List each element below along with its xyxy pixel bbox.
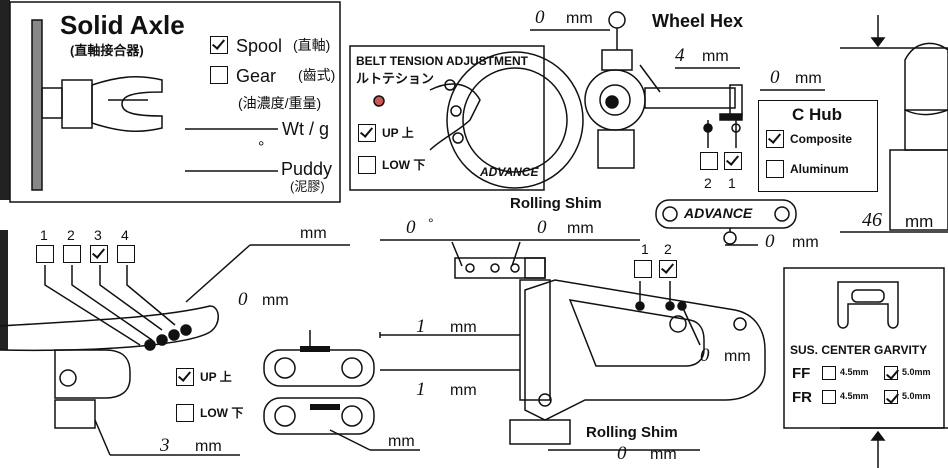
wheel-hex-pos2-label: 2 bbox=[704, 175, 712, 191]
rolling-shim-angle-value: 0 bbox=[406, 217, 416, 238]
rolling-shim-top-value: 0 bbox=[537, 217, 547, 238]
arm-center-value1: 1 bbox=[416, 316, 426, 337]
arm-left-pos1-checkbox[interactable] bbox=[36, 245, 54, 263]
puddy-jp-label: (泥膠) bbox=[290, 179, 325, 194]
arm-left-pos3-checkbox[interactable] bbox=[90, 245, 108, 263]
c-hub-composite-checkbox[interactable] bbox=[766, 130, 784, 148]
solid-axle-subtitle: (直軸接合器) bbox=[70, 43, 144, 58]
spool-jp-label: (直軸) bbox=[293, 37, 331, 53]
arm-left-pos3-label: 3 bbox=[94, 227, 102, 243]
sus-fr-label: FR bbox=[792, 389, 812, 406]
belt-low-label: LOW 下 bbox=[382, 158, 426, 172]
arm-left-up-label: UP 上 bbox=[200, 370, 232, 384]
c-hub-aluminum-label: Aluminum bbox=[790, 162, 849, 176]
arm-left-pos4-label: 4 bbox=[121, 227, 129, 243]
shock-value: 46 bbox=[862, 209, 882, 231]
wheel-hex-logo: ADVANCE bbox=[684, 205, 753, 221]
arm-center-right-value: 0 bbox=[700, 345, 710, 366]
oil-note: (油濃度/重量) bbox=[238, 95, 322, 111]
c-hub-aluminum-checkbox[interactable] bbox=[766, 160, 784, 178]
arm-center-right-unit: mm bbox=[724, 348, 751, 365]
arm-left-unit: mm bbox=[300, 225, 327, 242]
wheel-hex-mid-value: 4 bbox=[675, 45, 685, 66]
wheel-hex-pos1-checkbox[interactable] bbox=[724, 152, 742, 170]
arm-left-lower-marker bbox=[310, 404, 340, 410]
sus-ff-opt2-checkbox[interactable] bbox=[884, 366, 898, 380]
arm-left-low-label: LOW 下 bbox=[200, 406, 244, 420]
wheel-hex-pos1-label: 1 bbox=[728, 175, 736, 191]
wheel-hex-pos2-checkbox[interactable] bbox=[700, 152, 718, 170]
spool-checkbox[interactable] bbox=[210, 36, 228, 54]
solid-axle-title: Solid Axle bbox=[60, 10, 185, 40]
arm-center-pos1-label: 1 bbox=[641, 241, 649, 257]
arm-left-low-checkbox[interactable] bbox=[176, 404, 194, 422]
spool-label: Spool bbox=[236, 36, 283, 56]
arm-center-value2: 1 bbox=[416, 379, 426, 400]
arm-left-camber-value: 0 bbox=[238, 289, 248, 310]
arm-left-pos1-label: 1 bbox=[40, 227, 48, 243]
rolling-shim-bottom-value: 0 bbox=[617, 443, 627, 464]
belt-subtitle: ルトテション bbox=[356, 71, 435, 86]
sus-fr-opt2-label: 5.0mm bbox=[902, 391, 931, 401]
arm-center-unit2: mm bbox=[450, 382, 477, 399]
belt-title: BELT TENSION ADJUSTMENT bbox=[356, 54, 529, 68]
arm-left-bottom-unit: mm bbox=[195, 438, 222, 455]
belt-up-label: UP 上 bbox=[382, 126, 414, 140]
arm-left-pos4-checkbox[interactable] bbox=[117, 245, 135, 263]
wheel-hex-right-unit: mm bbox=[795, 70, 822, 87]
degree-mark: ° bbox=[258, 139, 265, 156]
puddy-label: Puddy bbox=[281, 159, 333, 179]
sus-center-title: SUS. CENTER GARVITY bbox=[790, 343, 928, 357]
arm-left-pos2-checkbox[interactable] bbox=[63, 245, 81, 263]
rolling-shim-bottom-title: Rolling Shim bbox=[586, 424, 678, 441]
sus-fr-opt2-checkbox[interactable] bbox=[884, 390, 898, 404]
arm-center-pos1-checkbox[interactable] bbox=[634, 260, 652, 278]
gear-checkbox[interactable] bbox=[210, 66, 228, 84]
rolling-shim-bottom-unit: mm bbox=[650, 446, 677, 463]
sus-ff-opt1-label: 4.5mm bbox=[840, 367, 869, 377]
wheel-hex-mid-unit: mm bbox=[702, 48, 729, 65]
c-hub-composite-label: Composite bbox=[790, 132, 853, 146]
wheel-hex-top-value: 0 bbox=[535, 7, 545, 28]
arm-left-link-unit: mm bbox=[388, 433, 415, 450]
arm-left-bottom-value: 3 bbox=[160, 435, 170, 456]
arm-left-camber-unit: mm bbox=[262, 292, 289, 309]
sus-ff-opt1-checkbox[interactable] bbox=[822, 366, 836, 380]
sus-ff-opt2-label: 5.0mm bbox=[902, 367, 931, 377]
wheel-hex-lower-unit: mm bbox=[792, 234, 819, 251]
rolling-shim-angle-unit: ° bbox=[428, 215, 434, 231]
arm-left-up-checkbox[interactable] bbox=[176, 368, 194, 386]
gear-label: Gear bbox=[236, 66, 277, 86]
wt-label: Wt / g bbox=[282, 119, 330, 139]
rolling-shim-top-unit: mm bbox=[567, 220, 594, 237]
belt-logo: ADVANCE bbox=[480, 165, 539, 179]
gear-jp-label: (齒式) bbox=[298, 67, 336, 83]
arm-center-pos2-label: 2 bbox=[664, 241, 672, 257]
shock-unit: mm bbox=[905, 212, 934, 231]
sus-fr-opt1-checkbox[interactable] bbox=[822, 390, 836, 404]
arm-left-upper-marker bbox=[300, 346, 330, 352]
sus-fr-opt1-label: 4.5mm bbox=[840, 391, 869, 401]
arm-center-pos2-checkbox[interactable] bbox=[659, 260, 677, 278]
rolling-shim-top-title: Rolling Shim bbox=[510, 195, 602, 212]
belt-up-checkbox[interactable] bbox=[358, 124, 376, 142]
wheel-hex-lower-value: 0 bbox=[765, 231, 775, 252]
wheel-hex-right-value: 0 bbox=[770, 67, 780, 88]
belt-low-checkbox[interactable] bbox=[358, 156, 376, 174]
sus-ff-label: FF bbox=[792, 365, 811, 382]
c-hub-title: C Hub bbox=[792, 105, 843, 124]
wheel-hex-title: Wheel Hex bbox=[652, 11, 744, 31]
arm-center-unit1: mm bbox=[450, 319, 477, 336]
arm-left-pos2-label: 2 bbox=[67, 227, 75, 243]
wheel-hex-top-unit: mm bbox=[566, 10, 593, 27]
